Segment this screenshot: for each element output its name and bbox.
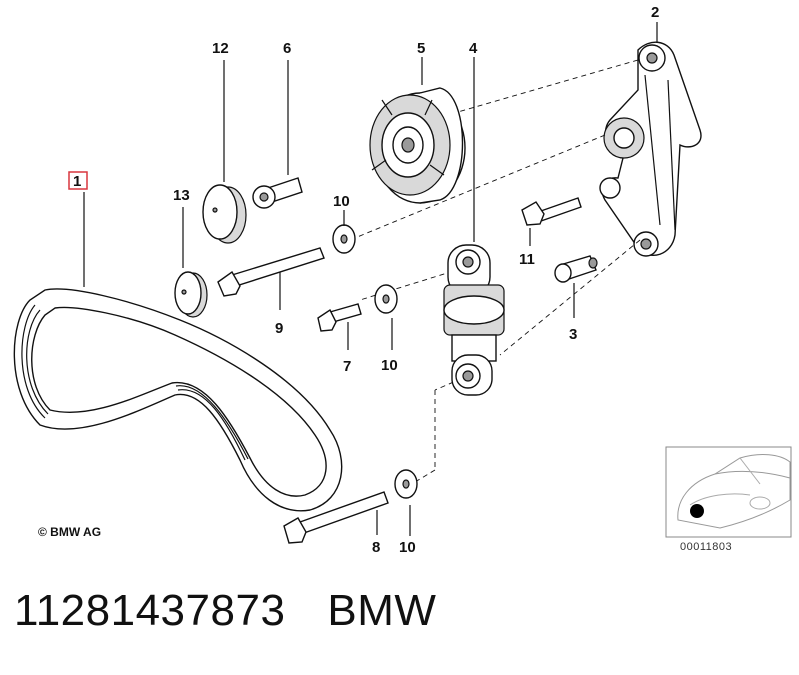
align-line-b [349, 134, 606, 241]
callout-4: 4 [469, 40, 478, 57]
part-number: 11281437873 [14, 586, 286, 635]
washer-10-bottom [394, 469, 418, 499]
brand-name: BMW [327, 586, 437, 635]
bolt-9 [217, 247, 325, 297]
bolt-6 [252, 177, 303, 209]
callout-8: 8 [372, 539, 380, 556]
callout-3: 3 [569, 326, 577, 343]
callout-12: 12 [212, 40, 229, 57]
callout-10a: 10 [333, 193, 350, 210]
drive-belt [13, 288, 343, 512]
vehicle-location-thumbnail [665, 446, 792, 538]
bolt-11 [521, 197, 582, 226]
part-caption: 11281437873 BMW [14, 586, 436, 636]
callout-1-box [68, 171, 88, 190]
tensioner-bracket [599, 41, 702, 257]
bolt-8 [283, 491, 389, 544]
cap-12 [202, 184, 247, 244]
engine-location-marker [690, 504, 704, 518]
align-line-f [409, 469, 436, 486]
callout-11: 11 [519, 251, 535, 268]
washer-10-top [332, 224, 356, 254]
callout-9: 9 [275, 320, 283, 337]
callout-6: 6 [283, 40, 291, 57]
washer-10-middle [374, 284, 398, 314]
callout-10b: 10 [381, 357, 398, 374]
callout-13: 13 [173, 187, 190, 204]
cap-13 [174, 271, 208, 318]
callout-2: 2 [651, 4, 659, 21]
idler-pulley [369, 87, 466, 204]
tension-damper [443, 244, 505, 396]
callout-1: 1 [73, 173, 81, 190]
callout-5: 5 [417, 40, 425, 57]
align-line-c [499, 239, 641, 356]
copyright-notice: © BMW AG [38, 525, 102, 539]
sleeve-3 [554, 255, 598, 283]
align-line-a [429, 59, 639, 121]
bolt-7 [317, 303, 362, 332]
callout-7: 7 [343, 358, 351, 375]
thumbnail-code: 00011803 [680, 541, 733, 553]
callout-10c: 10 [399, 539, 416, 556]
